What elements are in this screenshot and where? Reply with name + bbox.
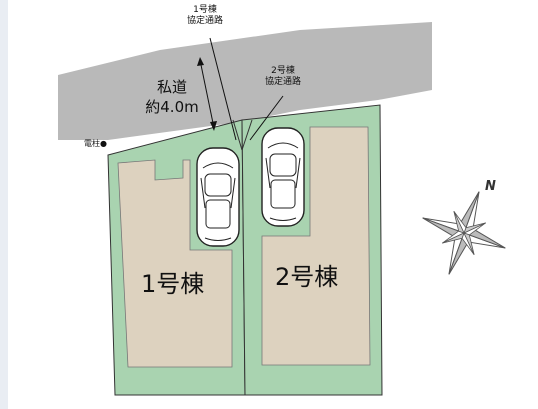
arrow-head-icon — [210, 121, 217, 131]
leader-line-2 — [249, 95, 284, 141]
building-1 — [117, 159, 233, 368]
utility-pole-label: 電柱● — [84, 139, 107, 148]
easement-1-label: 1号棟 協定通路 — [183, 6, 227, 26]
easement-2-label-line2: 協定通路 — [264, 77, 301, 87]
arrow-head-icon — [197, 57, 204, 66]
easement-2-label: 2号棟 協定通路 — [255, 67, 311, 87]
car-1-icon — [196, 147, 240, 247]
building-2 — [261, 126, 371, 366]
north-label: N — [485, 179, 496, 194]
easement-1-label-line1: 1号棟 — [193, 5, 217, 15]
building-1-label: 1号棟 — [141, 270, 205, 298]
road-label-line2: 約4.0m — [145, 97, 199, 116]
road-label: 私道 約4.0m — [126, 78, 218, 117]
leader-line-1 — [209, 37, 237, 141]
road-width-arrow — [199, 59, 215, 129]
easement-line — [232, 119, 243, 151]
easement-2-label-line1: 2号棟 — [271, 66, 295, 76]
sidebar-bar — [0, 0, 8, 409]
car-2-icon — [261, 127, 305, 227]
easement-line — [241, 119, 253, 151]
compass-icon — [422, 191, 506, 275]
private-road — [58, 22, 432, 140]
building-2-label: 2号棟 — [275, 263, 339, 291]
road-label-line1: 私道 — [156, 78, 187, 96]
easement-1-label-line2: 協定通路 — [186, 16, 223, 26]
